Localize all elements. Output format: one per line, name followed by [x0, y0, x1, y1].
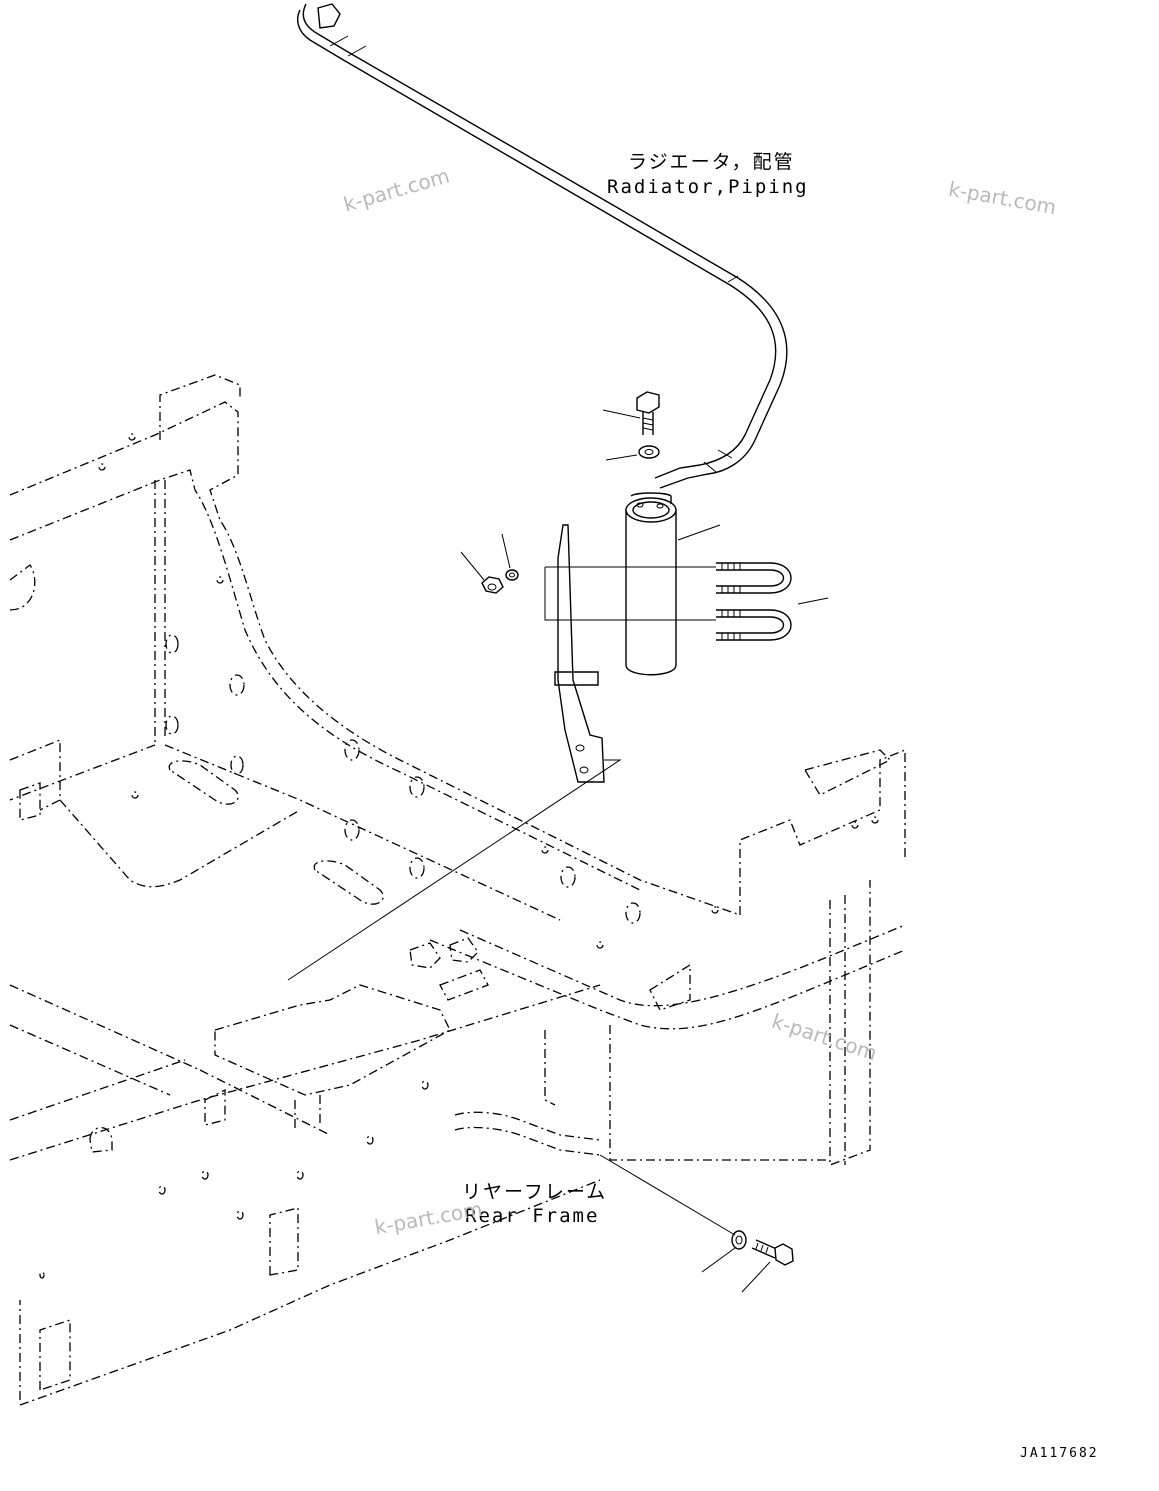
bracket-icon: [554, 524, 605, 783]
pipe-icon: [297, 3, 788, 489]
frame-outline-icon: [9, 374, 906, 1406]
drawing-code: JA117682: [1020, 1446, 1099, 1461]
radiator-piping-label-jp: ラジエータ，配管: [628, 151, 795, 173]
rear-frame-label-en: Rear Frame: [465, 1205, 600, 1227]
nut-icon: [481, 576, 504, 594]
washer-icon: [731, 1230, 747, 1250]
u-bolt-icon: [716, 562, 792, 641]
rear-frame-label-jp: リヤーフレーム: [462, 1181, 608, 1203]
radiator-piping-label-en: Radiator,Piping: [607, 176, 809, 198]
receiver-drier-icon: [625, 492, 677, 676]
bolt-icon: [751, 1239, 794, 1266]
bolt-icon: [636, 391, 660, 435]
washer-icon: [638, 445, 660, 459]
washer-icon: [505, 569, 519, 581]
